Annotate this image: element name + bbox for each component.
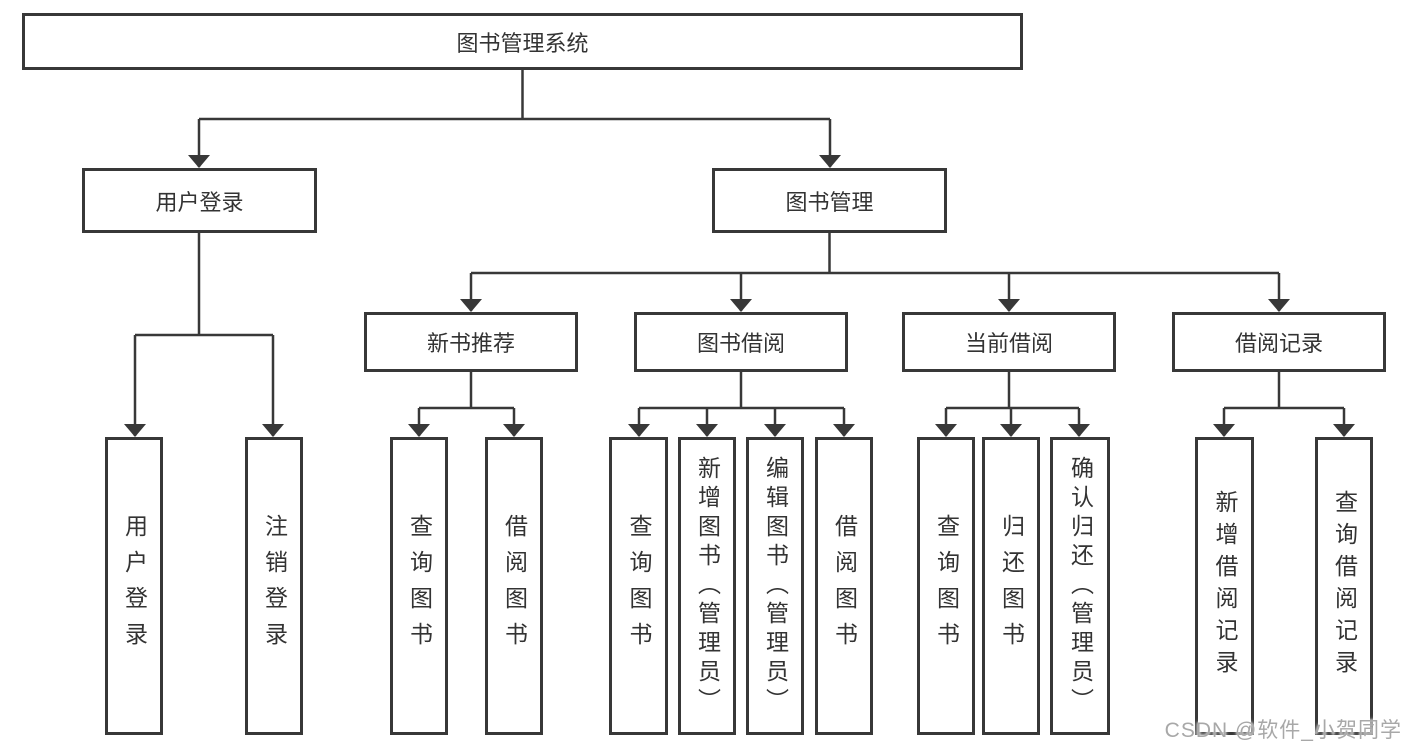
node-borrow-records: 借阅记录 <box>1172 312 1386 372</box>
node-label: 图书管理系统 <box>456 30 589 56</box>
leaf-confirm-return-admin: 确认归还（管理员） <box>1050 437 1110 735</box>
node-new-book-recommend: 新书推荐 <box>364 312 578 372</box>
node-label: 新书推荐 <box>426 331 515 356</box>
node-book-management: 图书管理 <box>712 168 947 233</box>
leaf-add-books-admin: 新增图书（管理员） <box>678 437 736 735</box>
node-label: 借阅图书 <box>831 514 858 658</box>
leaf-query-books-recommend: 查询图书 <box>390 437 448 735</box>
leaf-query-borrow-record: 查询借阅记录 <box>1315 437 1373 735</box>
node-label: 确认归还（管理员） <box>1067 455 1094 717</box>
node-label: 图书借阅 <box>696 331 785 356</box>
node-label: 查询图书 <box>406 514 433 658</box>
node-label: 借阅图书 <box>501 514 528 658</box>
node-label: 编辑图书（管理员） <box>762 455 789 717</box>
leaf-query-books-current: 查询图书 <box>917 437 975 735</box>
node-label: 当前借阅 <box>964 331 1053 356</box>
connector-current-borrow-to-leaves <box>935 372 1090 437</box>
node-root-library-system: 图书管理系统 <box>22 13 1023 70</box>
leaf-borrow-books-recommend: 借阅图书 <box>485 437 543 735</box>
node-label: 归还图书 <box>998 514 1025 658</box>
node-user-login: 用户登录 <box>82 168 317 233</box>
leaf-return-books: 归还图书 <box>982 437 1040 735</box>
leaf-query-books-borrow: 查询图书 <box>609 437 668 735</box>
node-label: 图书管理 <box>785 189 874 215</box>
connector-user-login-to-leaves <box>124 233 284 437</box>
node-label: 新增图书（管理员） <box>694 455 721 717</box>
connector-borrow-records-to-leaves <box>1213 372 1355 437</box>
node-label: 查询借阅记录 <box>1331 490 1358 682</box>
leaf-borrow-books: 借阅图书 <box>815 437 873 735</box>
csdn-watermark: CSDN @软件_小贺同学 <box>1164 719 1402 742</box>
node-current-borrow: 当前借阅 <box>902 312 1116 372</box>
node-label: 用户登录 <box>155 189 244 215</box>
connector-book-management-to-level3 <box>460 233 1290 312</box>
leaf-logout: 注销登录 <box>245 437 303 735</box>
node-book-borrow: 图书借阅 <box>634 312 848 372</box>
node-label: 查询图书 <box>626 514 652 658</box>
leaf-user-login: 用户登录 <box>105 437 163 735</box>
node-label: 注销登录 <box>261 514 288 658</box>
connector-root-to-level2 <box>188 70 841 168</box>
connector-book-borrow-to-leaves <box>628 372 855 437</box>
leaf-add-borrow-record: 新增借阅记录 <box>1195 437 1254 735</box>
leaf-edit-books-admin: 编辑图书（管理员） <box>746 437 804 735</box>
node-label: 查询图书 <box>933 514 960 658</box>
node-label: 借阅记录 <box>1234 331 1323 356</box>
node-label: 新增借阅记录 <box>1212 490 1238 682</box>
connector-new-book-recommend-to-leaves <box>408 372 525 437</box>
node-label: 用户登录 <box>121 514 148 658</box>
